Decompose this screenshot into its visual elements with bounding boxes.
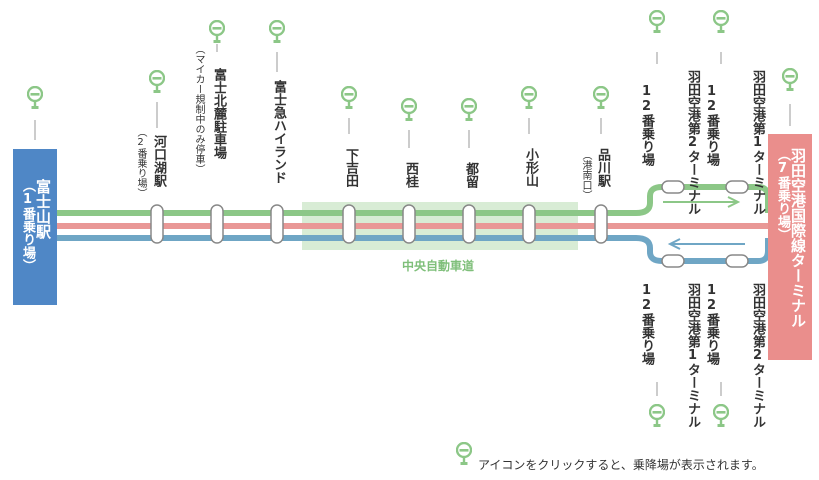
bus-stop-icon[interactable]	[782, 68, 798, 93]
footnote: アイコンをクリックすると、乗降場が表示されます。	[478, 458, 764, 472]
airport-out-marker-haneda-t1-out	[725, 180, 749, 194]
outbound-arrow	[663, 196, 741, 208]
bus-stop-icon[interactable]	[649, 404, 665, 429]
bus-stop-icon[interactable]	[649, 10, 665, 35]
airport-in-t1-name: 羽田空港第1ターミナル	[685, 283, 700, 428]
airport-in-marker-haneda-t1-in	[661, 254, 685, 268]
stop-label-shinagawa: 品川駅	[595, 148, 610, 187]
stop-marker-kawaguchiko	[150, 204, 164, 244]
right-terminal-sub: （7番乗り場）	[775, 148, 790, 241]
right-terminal-box[interactable]: 羽田空港国際線ターミナル （7番乗り場）	[768, 134, 812, 360]
bus-stop-icon[interactable]	[593, 86, 609, 111]
inbound-arrow	[667, 238, 745, 250]
legend-bus-stop-icon	[456, 442, 472, 467]
bus-stop-icon[interactable]	[713, 404, 729, 429]
bus-stop-icon[interactable]	[461, 98, 477, 123]
left-terminal-name: 富士山駅	[34, 179, 52, 239]
stop-label-tsuru: 都留	[463, 162, 478, 188]
left-terminal-sub: （1番乗り場）	[20, 179, 35, 272]
inbound-line	[57, 235, 771, 264]
airport-out-t1-sub: 12番乗り場	[704, 84, 719, 166]
stop-label-kogatayama: 小形山	[523, 148, 538, 187]
stop-sub-fujihokuroku: （マイカー規制中のみ停車）	[193, 44, 204, 174]
stop-label-nishikatsura: 西桂	[403, 162, 418, 188]
airport-out-t2-name: 羽田空港第2ターミナル	[685, 70, 700, 215]
airport-in-t1-sub: 12番乗り場	[639, 283, 654, 365]
stop-label-kawaguchiko: 河口湖駅	[151, 135, 166, 187]
stop-marker-tsuru	[462, 204, 476, 244]
stop-marker-shimoyoshida	[342, 204, 356, 244]
airport-out-t1-name: 羽田空港第1ターミナル	[750, 70, 765, 215]
airport-in-marker-haneda-t2-in	[725, 254, 749, 268]
stop-markers	[34, 44, 791, 396]
bus-stop-icon[interactable]	[713, 10, 729, 35]
airport-in-t2-sub: 12番乗り場	[704, 283, 719, 365]
stop-marker-shinagawa	[594, 204, 608, 244]
bus-stop-icon[interactable]	[521, 86, 537, 111]
stop-label-fujikyu: 富士急ハイランド	[271, 80, 286, 184]
airport-out-marker-haneda-t2-out	[661, 180, 685, 194]
right-terminal-name: 羽田空港国際線ターミナル	[789, 148, 807, 328]
bus-stop-icon[interactable]	[341, 86, 357, 111]
stop-marker-fujikyu	[270, 204, 284, 244]
bus-stop-icon[interactable]	[27, 86, 43, 111]
left-terminal-box[interactable]: 富士山駅 （1番乗り場）	[13, 149, 57, 305]
stop-marker-kogatayama	[522, 204, 536, 244]
bus-stop-icon[interactable]	[401, 98, 417, 123]
stop-marker-fujihokuroku	[210, 204, 224, 244]
bus-stop-icon[interactable]	[149, 70, 165, 95]
stop-sub-shinagawa: （港南口）	[580, 150, 591, 200]
airport-in-t2-name: 羽田空港第2ターミナル	[750, 283, 765, 428]
stop-marker-nishikatsura	[402, 204, 416, 244]
stop-label-fujihokuroku: 富士北麓駐車場	[211, 68, 226, 159]
expressway-label: 中央自動車道	[402, 259, 475, 273]
bus-stop-icon[interactable]	[269, 20, 285, 45]
airport-out-t2-sub: 12番乗り場	[639, 84, 654, 166]
stop-sub-kawaguchiko: （2番乗り場）	[135, 127, 146, 198]
outbound-line	[57, 184, 771, 216]
bus-stop-icon[interactable]	[209, 20, 225, 45]
stop-label-shimoyoshida: 下吉田	[343, 148, 358, 187]
